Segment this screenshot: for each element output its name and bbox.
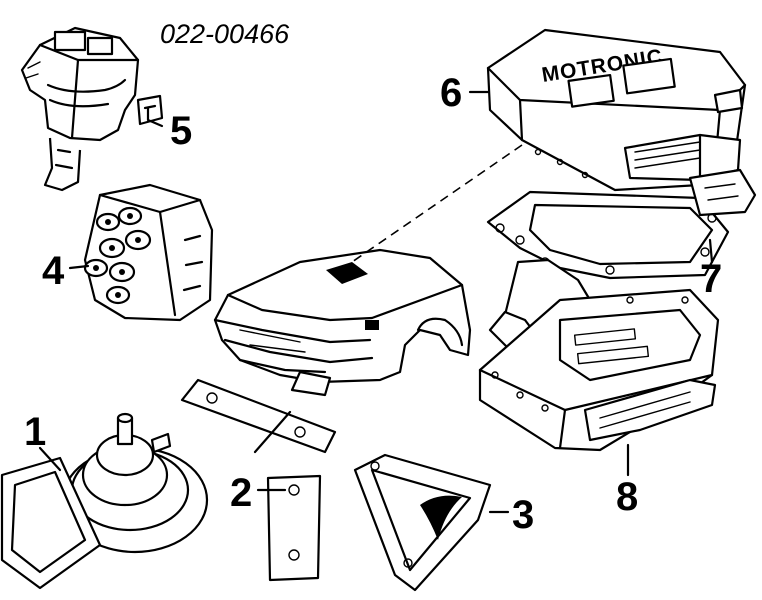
- callout-1: 1: [24, 410, 46, 454]
- part-5-coil-unit: [20, 26, 164, 192]
- callout-2: 2: [230, 471, 252, 515]
- leader-4: [68, 264, 90, 270]
- part-2-brackets: [180, 378, 337, 582]
- vehicle-front-body: [213, 248, 472, 397]
- callout-8: 8: [616, 475, 638, 519]
- ecu-location-leader: [351, 144, 523, 263]
- part-8-control-box: [478, 258, 720, 452]
- callout-numbers: 1 2 3 4 5 6 7 8: [24, 71, 722, 537]
- callout-3: 3: [512, 493, 534, 537]
- part-4-distributor-cap: [83, 183, 214, 322]
- leader-7: [708, 238, 714, 264]
- part-7-mounting-plate: [486, 168, 757, 280]
- callout-5: 5: [170, 109, 192, 153]
- callout-6: 6: [440, 71, 462, 115]
- callout-leaders: [38, 90, 714, 514]
- part-1-horn: [0, 412, 209, 590]
- diagram-code: 022-00466: [160, 19, 290, 49]
- part-3-triangle-bracket: [353, 453, 492, 592]
- part-6-motronic-ecu: MOTRONIC: [486, 28, 747, 192]
- cap-towers: [83, 206, 152, 305]
- leader-5: [146, 106, 164, 128]
- control-box-connector: [583, 378, 717, 442]
- callout-7: 7: [700, 257, 722, 301]
- callout-4: 4: [42, 249, 65, 293]
- leader-1: [38, 446, 62, 472]
